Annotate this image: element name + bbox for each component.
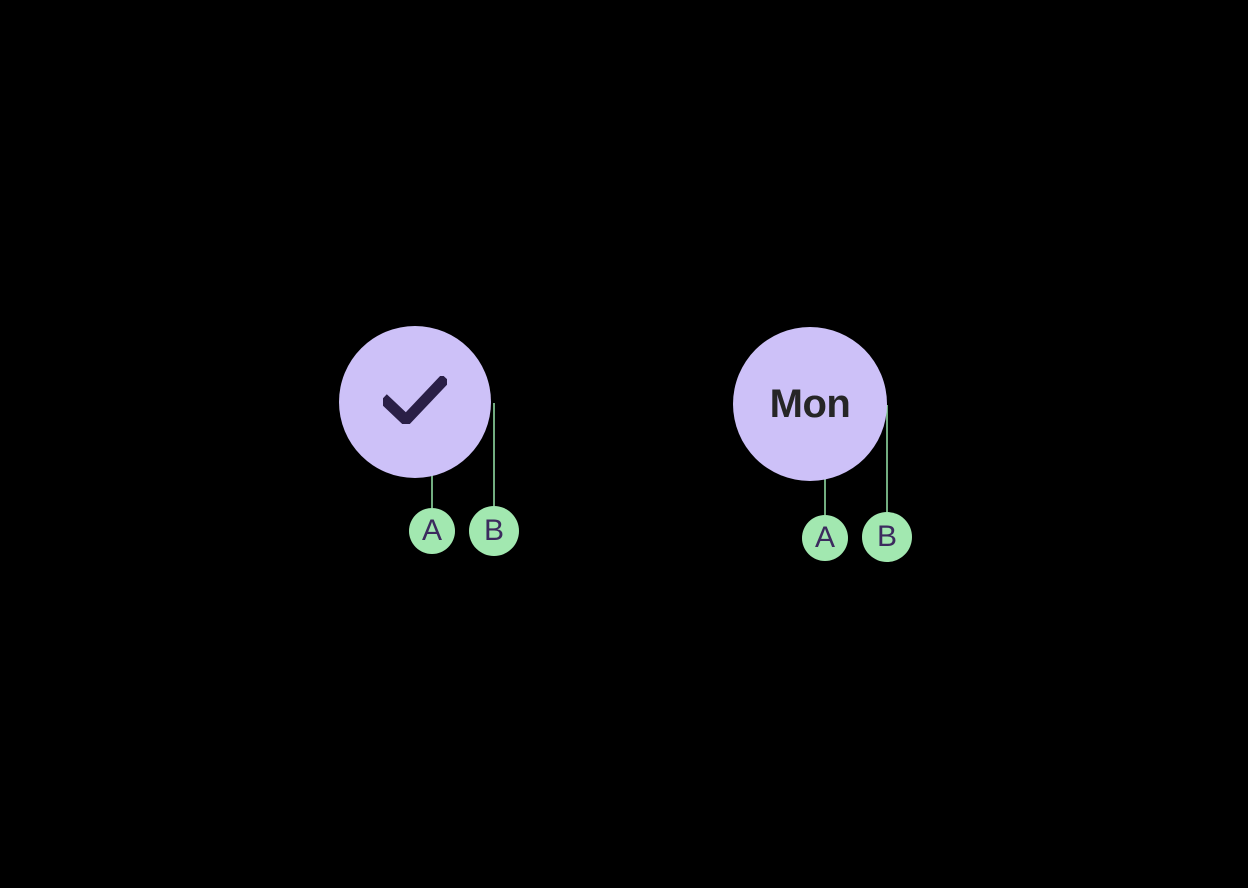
node-left-child-a-label: A [421,514,442,547]
node-right-root-label: Mon [769,382,851,426]
node-right-root[interactable]: Mon [733,327,887,481]
node-left-child-a[interactable]: A [409,508,455,554]
node-right-child-a-label: A [814,521,835,554]
node-left-root[interactable] [339,326,491,478]
check-icon [383,376,447,424]
node-right-child-b-label: B [876,520,897,553]
node-left-child-b-label: B [483,514,504,547]
node-right-child-a[interactable]: A [802,515,848,561]
node-right-child-b[interactable]: B [862,512,912,562]
node-left-child-b[interactable]: B [469,506,519,556]
